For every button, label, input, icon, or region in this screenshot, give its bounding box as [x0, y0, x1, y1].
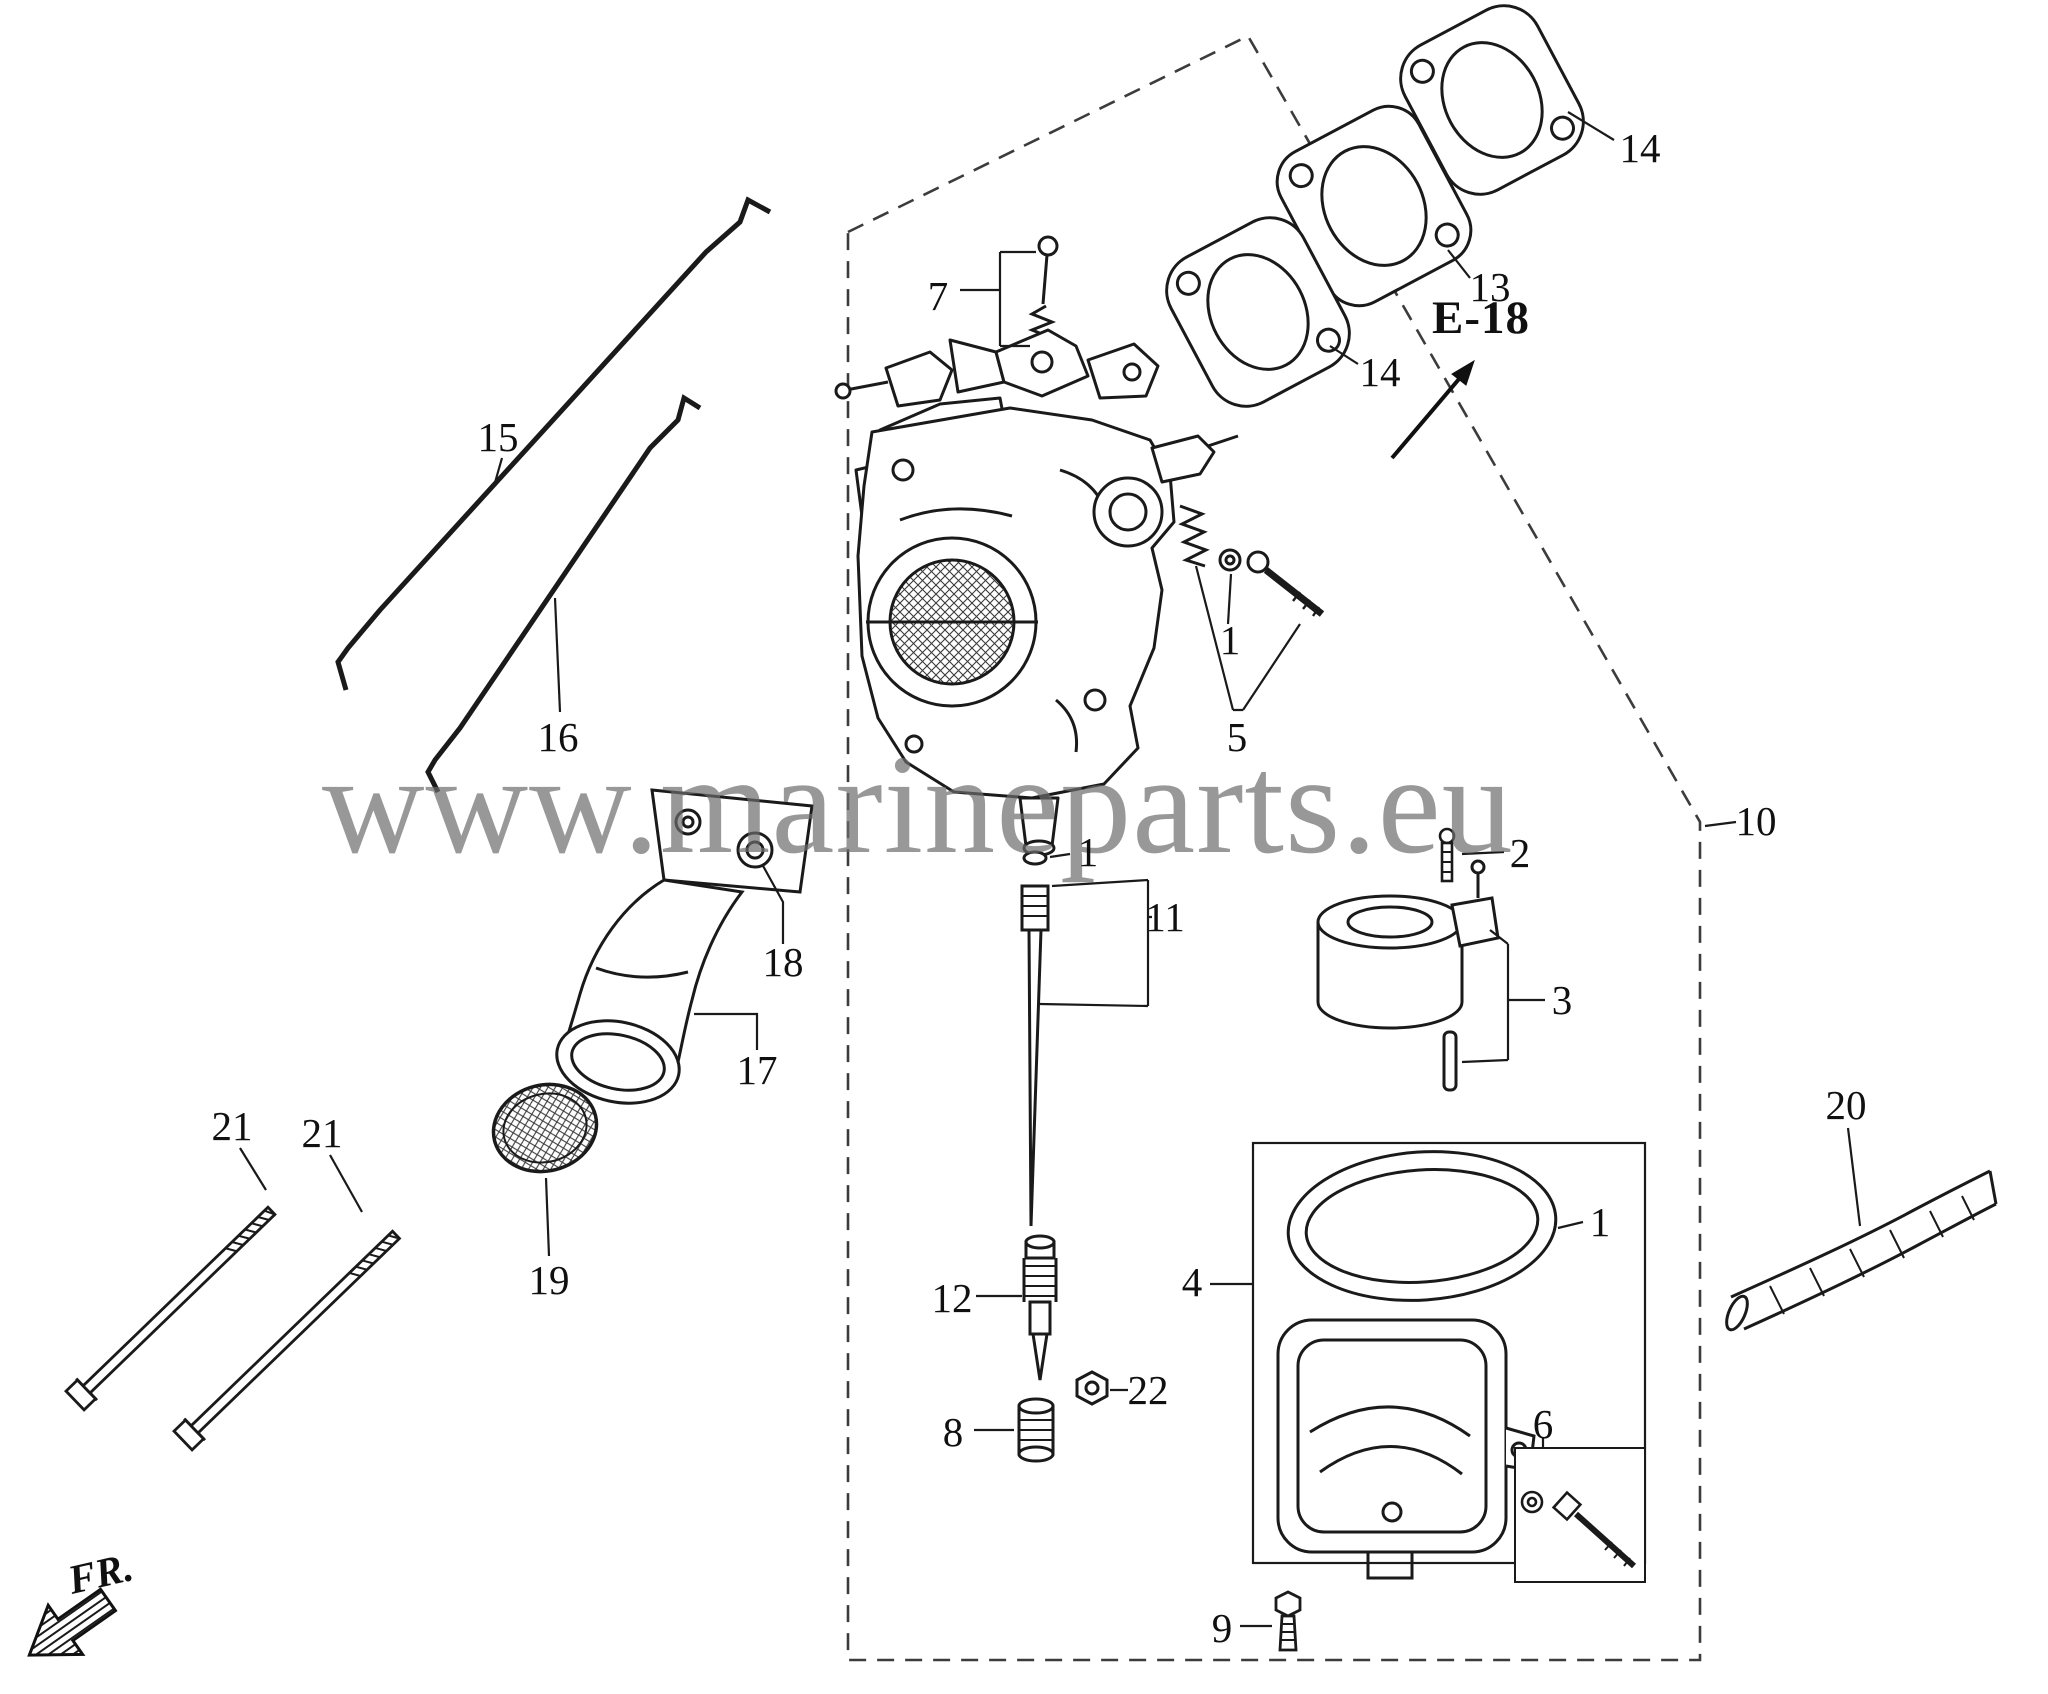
fuel-tube-20-drawing	[1725, 1169, 1998, 1332]
bolt-set-6	[1514, 1447, 1646, 1583]
long-bolt-21b-drawing	[172, 1229, 402, 1452]
group-boundary-dashed	[846, 34, 1702, 1662]
long-bolt-21a-drawing	[64, 1205, 277, 1412]
pilot-screw-12-drawing	[1022, 1234, 1058, 1381]
carburetor-assembly-drawing	[834, 328, 1239, 857]
fr-direction-arrow	[27, 1587, 118, 1657]
leader-lines	[239, 111, 1862, 1628]
gasket-14-bottom	[1165, 216, 1351, 408]
watermark: www.marineparts.eu	[322, 725, 1514, 883]
needle-set-11-drawing	[1020, 850, 1050, 1227]
gasket-stack-drawing	[1165, 4, 1585, 408]
nut-22-drawing	[1075, 1370, 1109, 1406]
bowl-gasket-1	[1286, 1150, 1558, 1302]
clip-2-drawing	[1438, 827, 1456, 883]
frame-reference-label: E-18	[1432, 292, 1530, 344]
frame-reference-arrow	[1390, 359, 1475, 460]
plate-13	[1275, 104, 1473, 308]
throttle-rod-16-drawing	[425, 394, 702, 794]
main-jet-8-drawing	[1017, 1397, 1055, 1463]
float-bowl	[1276, 1318, 1536, 1580]
screen-19-drawing	[491, 1082, 599, 1174]
gasket-14-top	[1399, 4, 1585, 196]
intake-elbow-17-drawing	[555, 788, 814, 1105]
drain-screw-9	[1274, 1590, 1302, 1652]
insulator-3-drawing	[1316, 859, 1500, 1092]
float-chamber-group-drawing	[1251, 1141, 1647, 1652]
choke-rod-15-drawing	[335, 196, 772, 691]
fastener-set-5-drawing	[1178, 504, 1325, 617]
